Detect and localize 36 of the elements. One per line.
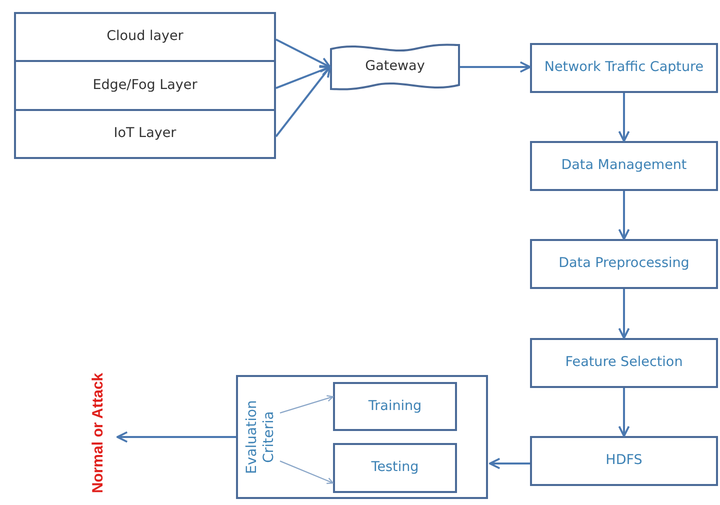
output-text: Normal or Attack xyxy=(89,372,106,494)
arrow xyxy=(276,38,331,68)
process-box xyxy=(530,43,718,93)
arrow xyxy=(618,191,630,240)
evaluation-panel xyxy=(236,375,488,499)
arrow xyxy=(618,289,630,339)
process-box xyxy=(530,239,718,289)
box-label: Feature Selection xyxy=(565,354,683,372)
arrow xyxy=(460,61,531,73)
process-box xyxy=(530,141,718,191)
gateway-label: Gateway xyxy=(365,58,425,76)
process-box xyxy=(530,338,718,388)
arrow xyxy=(116,431,236,443)
arrow xyxy=(618,388,630,437)
arrow xyxy=(275,66,331,138)
layer-box xyxy=(14,109,276,159)
box-label: HDFS xyxy=(606,452,642,470)
panel-label: Evaluation Criteria xyxy=(244,399,278,476)
arrow xyxy=(489,458,530,470)
arrow xyxy=(618,93,630,142)
box-label: Training xyxy=(368,398,422,416)
arrow xyxy=(280,460,334,484)
layer-label: Edge/Fog Layer xyxy=(92,76,198,94)
process-box xyxy=(530,436,718,486)
gateway-shape xyxy=(330,43,460,91)
box-label: Data Preprocessing xyxy=(558,255,690,273)
arrow xyxy=(280,395,334,414)
layer-box xyxy=(14,12,276,62)
box-label: Data Management xyxy=(561,157,687,175)
layer-label: IoT Layer xyxy=(114,125,176,143)
process-box xyxy=(333,382,457,431)
box-label: Testing xyxy=(371,459,419,477)
box-label: Network Traffic Capture xyxy=(544,59,704,77)
layer-box xyxy=(14,60,276,111)
layer-label: Cloud layer xyxy=(106,28,184,46)
process-box xyxy=(333,443,457,493)
